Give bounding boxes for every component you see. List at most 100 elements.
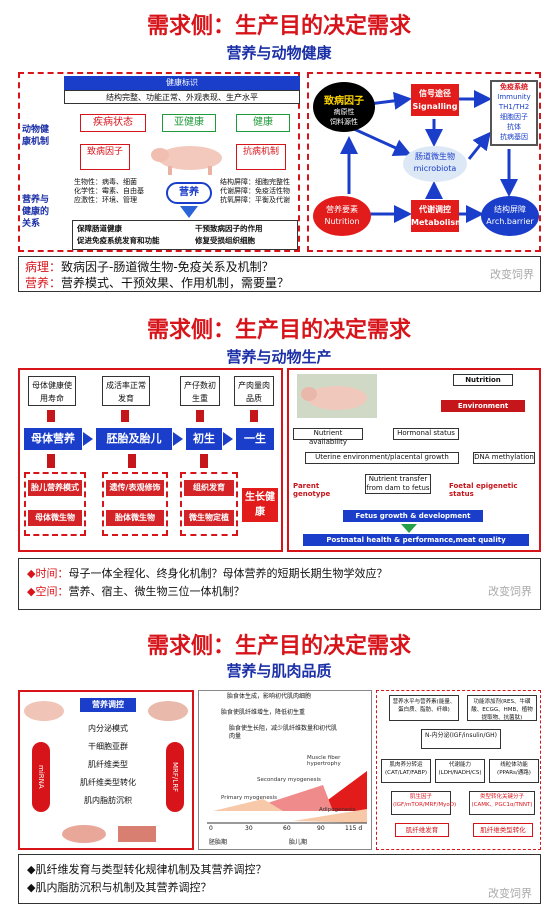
fiber-switch-molecule-box: 类型转化关键分子(CAMK、PGC1α/TNNT) bbox=[469, 791, 535, 815]
series-label: Secondary myogenesis bbox=[257, 777, 321, 783]
list-item: 结构屏障：细胞完整性 bbox=[220, 178, 290, 186]
stage-maternal: 母体营养 bbox=[24, 428, 82, 450]
right-arrow-icon bbox=[223, 432, 233, 446]
list-item: 修复受损组织细胞 bbox=[195, 236, 255, 245]
signalling-en: Signalling bbox=[412, 102, 458, 111]
side-label-mechanism: 动物健康机制 bbox=[22, 125, 50, 147]
metabolism-box: 代谢调控 Metabolism bbox=[411, 200, 464, 232]
mirna-oval: miRNA bbox=[32, 742, 50, 812]
down-arrow-icon bbox=[180, 206, 198, 218]
series-label: Primary myogenesis bbox=[221, 795, 277, 801]
down-arrow-icon bbox=[250, 410, 258, 422]
parent-genotype-label: Parent genotype bbox=[293, 482, 331, 498]
barrier-cn: 结构屏障 bbox=[494, 205, 526, 214]
list-item: 化学性：霉素、自由基 bbox=[74, 187, 144, 195]
myogenesis-timeline-panel: 胎食体生成，影响初代肌肉细胞 胎食使肌纤维增生，降低初生重 胎食使生长阻，减少肌… bbox=[198, 690, 372, 850]
timeline-note: 胎食使肌纤维增生，降低初生重 bbox=[221, 709, 306, 716]
section2-title: 需求侧：生产目的决定需求 bbox=[146, 318, 411, 343]
list-item: 促进免疫系统发育和功能 bbox=[77, 236, 160, 245]
down-arrow-icon bbox=[47, 454, 55, 468]
health-marker-label: 健康标识 bbox=[64, 76, 300, 90]
mrf-oval: MRF/LRF bbox=[166, 742, 184, 812]
sow-image bbox=[24, 701, 64, 721]
sow-image bbox=[297, 374, 377, 418]
pathogen-sub-1: 病原性 bbox=[333, 108, 355, 116]
pathogen-types-list: 生物性：病毒、细菌 化学性：霉素、自由基 应激性：环境、管理 bbox=[74, 178, 164, 205]
section2-subtitle: 营养与动物生产 bbox=[226, 348, 332, 366]
chain-item: 肌纤维类型 bbox=[88, 760, 128, 769]
barrier-oval: 结构屏障 Arch.barrier bbox=[481, 196, 539, 236]
list-item: 抗氧屏障：平衡及代谢 bbox=[220, 196, 290, 204]
chain-item: 肌纤维类型转化 bbox=[80, 778, 136, 787]
section1-title: 需求侧：生产目的决定需求 bbox=[146, 14, 411, 39]
postnatal-box: Postnatal health & performance,meat qual… bbox=[303, 534, 529, 546]
note-text: 营养、宿主、微生物三位一体机制？ bbox=[68, 585, 245, 598]
fetus-growth-box: Fetus growth & development bbox=[343, 510, 483, 522]
note-label: 营养： bbox=[25, 276, 62, 290]
right-arrow-icon bbox=[173, 432, 183, 446]
pathogen-sub-2: 饲料源性 bbox=[330, 118, 358, 126]
stage-newborn: 初生 bbox=[186, 428, 222, 450]
outcome-box: 成活率正常发育 bbox=[102, 376, 150, 406]
nutrition-box: Nutrition bbox=[453, 374, 513, 386]
list-item: 干预致病因子的作用 bbox=[195, 224, 263, 233]
health-mechanism-panel: 健康标识 结构完整、功能正常、外观表现、生产水平 动物健康机制 营养与健康的关系… bbox=[18, 72, 300, 252]
myogenesis-chart bbox=[207, 771, 367, 824]
maternal-nutrition-panel: 母体健康使用寿命 成活率正常发育 产仔数初生重 产肉量肉品质 母体营养 胚胎及胎… bbox=[18, 368, 283, 552]
pig-image bbox=[148, 701, 188, 721]
axis-tick: 0 bbox=[209, 825, 213, 832]
detail-box: 母体微生物 bbox=[28, 510, 82, 526]
series-label: Muscle fiber hypertrophy bbox=[307, 755, 341, 767]
outcome-box: 母体健康使用寿命 bbox=[28, 376, 76, 406]
watermark: 改变饲界 bbox=[488, 887, 532, 900]
endocrine-box: N-内分泌(IGF/insulin/GH) bbox=[421, 729, 501, 749]
note-text: ◆肌纤维发育与类型转化规律机制及其营养调控？ bbox=[27, 863, 267, 876]
chain-item: 内分泌模式 bbox=[88, 724, 128, 733]
axis-tick: 30 bbox=[245, 825, 253, 832]
pig-image bbox=[151, 146, 222, 175]
metabolism-en: Metabolism bbox=[411, 218, 464, 227]
nutrition-oval-red: 营养要素 Nutrition bbox=[313, 196, 371, 236]
section3-title: 需求侧：生产目的决定需求 bbox=[146, 634, 411, 659]
detail-box: 微生物定植 bbox=[184, 510, 234, 526]
immune-system-box: 免疫系统 Immunity TH1/TH2 细胞因子 抗体 抗病基因 bbox=[490, 80, 538, 146]
section3-question-note: ◆肌纤维发育与类型转化规律机制及其营养调控？ ◆肌内脂肪沉积与机制及其营养调控？… bbox=[18, 854, 541, 904]
nutrition-cn: 营养要素 bbox=[326, 205, 358, 214]
pathway-box: 肌肉养分转运(CAT/LAT/FABP) bbox=[381, 759, 431, 783]
note-label: 病理： bbox=[25, 260, 62, 274]
note-text: ◆肌内脂肪沉积与机制及其营养调控？ bbox=[27, 881, 212, 894]
pathogen-oval: 致病因子 病原性 饲料源性 bbox=[313, 82, 375, 132]
section3-subtitle: 营养与肌肉品质 bbox=[226, 662, 332, 680]
growth-health-box: 生长健康 bbox=[242, 488, 278, 522]
nutrient-availability-box: Nutrient availability bbox=[293, 428, 363, 446]
down-arrow-icon bbox=[401, 524, 417, 533]
disease-state-box: 疾病状态 bbox=[80, 114, 146, 132]
epigenetic-status-label: Foetal epigenetic status bbox=[449, 482, 518, 498]
axis-label: 胎儿期 bbox=[289, 839, 308, 846]
additive-box: 功能添加剂(RES、牛磺酸、ECGG、HMB、植物提取物、抗菌肽) bbox=[467, 695, 537, 721]
microbiota-en: microbiota bbox=[413, 164, 457, 173]
dna-methylation-box: DNA methylation bbox=[473, 452, 535, 464]
section1-subtitle: 营养与动物健康 bbox=[226, 44, 332, 62]
list-item: 生物性：病毒、细菌 bbox=[74, 178, 137, 186]
meat-image bbox=[62, 825, 156, 843]
health-marker-desc: 结构完整、功能正常、外观表现、生产水平 bbox=[64, 90, 300, 104]
note-text: 母子一体全程化、终身化机制？母体营养的短期长期生物学效应？ bbox=[68, 567, 388, 580]
pathway-box: 代谢能力(LDH/NADH/CS) bbox=[435, 759, 485, 783]
side-label-relation: 营养与健康的关系 bbox=[22, 195, 50, 229]
nutrient-level-box: 营养水平与营养素(能量、蛋白质、脂肪、纤维) bbox=[389, 695, 459, 721]
nutrition-effects-box: 保障肠道健康 促进免疫系统发育和功能 干预致病因子的作用 修复受损组织细胞 bbox=[72, 220, 298, 250]
down-arrow-icon bbox=[128, 454, 136, 468]
right-arrow-icon bbox=[83, 432, 93, 446]
down-arrow-icon bbox=[196, 410, 204, 422]
pathogen-title: 致病因子 bbox=[324, 96, 364, 107]
detail-box: 组织发育 bbox=[184, 480, 234, 496]
network-arrows bbox=[340, 90, 518, 223]
stage-lifetime: 一生 bbox=[236, 428, 274, 450]
section2-question-note: ◆时间：母子一体全程化、终身化机制？母体营养的短期长期生物学效应？ ◆空间：营养… bbox=[18, 558, 541, 610]
axis-tick: 115 d bbox=[345, 825, 363, 832]
immune-line: 抗体 bbox=[507, 123, 521, 131]
regulation-chain: 内分泌模式 干细胞亚群 肌纤维类型 肌纤维类型转化 肌内脂肪沉积 bbox=[64, 720, 152, 810]
section1-question-note: 病理：致病因子-肠道微生物-免疫关系及机制？ 营养：营养模式、干预效果、作用机制… bbox=[18, 256, 541, 292]
fetal-programming-panel: Nutrition Environment Nutrient availabil… bbox=[287, 368, 541, 552]
